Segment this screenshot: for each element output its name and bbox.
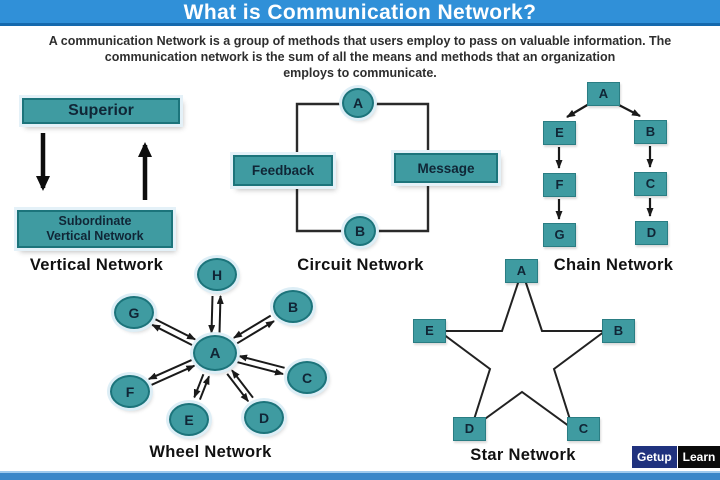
star-node-b: B: [602, 319, 635, 343]
vertical-network-caption: Vertical Network: [29, 256, 164, 274]
wheel-node-d: D: [244, 401, 284, 434]
chain-node-a: A: [587, 82, 620, 106]
description-text: A communication Network is a group of me…: [0, 33, 720, 81]
chain-node-c: C: [634, 172, 667, 196]
chain-node-e: E: [543, 121, 576, 145]
chain-network-caption: Chain Network: [553, 256, 674, 274]
circuit-feedback-box: Feedback: [233, 155, 333, 186]
circuit-network-caption: Circuit Network: [297, 256, 424, 274]
superior-label: Superior: [68, 102, 134, 119]
wheel-node-h: H: [197, 258, 237, 291]
star-network-caption: Star Network: [470, 446, 576, 464]
vertical-superior-box: Superior: [22, 98, 180, 124]
logo-learn: Learn: [677, 446, 720, 468]
feedback-label: Feedback: [251, 163, 315, 178]
circuit-node-a: A: [342, 88, 374, 118]
wheel-node-f: F: [110, 375, 150, 408]
chain-node-d: D: [635, 221, 668, 245]
circuit-node-b: B: [344, 216, 376, 246]
subordinate-label-line2: Vertical Network: [46, 229, 144, 243]
chain-node-g: G: [543, 223, 576, 247]
header-bar: What is Communication Network?: [0, 0, 720, 26]
star-node-e: E: [413, 319, 446, 343]
getuplearn-logo: Getup Learn: [632, 446, 720, 468]
wheel-node-b: B: [273, 290, 313, 323]
star-node-c: C: [567, 417, 600, 441]
footer-bar: [0, 471, 720, 480]
message-label: Message: [417, 160, 475, 176]
chain-node-f: F: [543, 173, 576, 197]
page-title: What is Communication Network?: [183, 1, 537, 24]
description-line-1: A communication Network is a group of me…: [48, 34, 672, 48]
wheel-network-caption: Wheel Network: [149, 443, 272, 461]
circuit-message-box: Message: [394, 153, 498, 183]
logo-getup: Getup: [632, 446, 677, 468]
star-network-outline: [435, 267, 609, 432]
wheel-node-e: E: [169, 403, 209, 436]
chain-node-b: B: [634, 120, 667, 144]
description-line-2: communication network is the sum of all …: [104, 50, 616, 64]
star-node-d: D: [453, 417, 486, 441]
vertical-subordinate-box: Subordinate Vertical Network: [17, 210, 173, 248]
wheel-node-a-center: A: [193, 335, 237, 371]
star-node-a: A: [505, 259, 538, 283]
subordinate-label-line1: Subordinate: [58, 214, 132, 228]
vertical-network-arrows: [36, 133, 152, 200]
description-line-3: employs to communicate.: [283, 66, 437, 80]
wheel-node-c: C: [287, 361, 327, 394]
wheel-node-g: G: [114, 296, 154, 329]
